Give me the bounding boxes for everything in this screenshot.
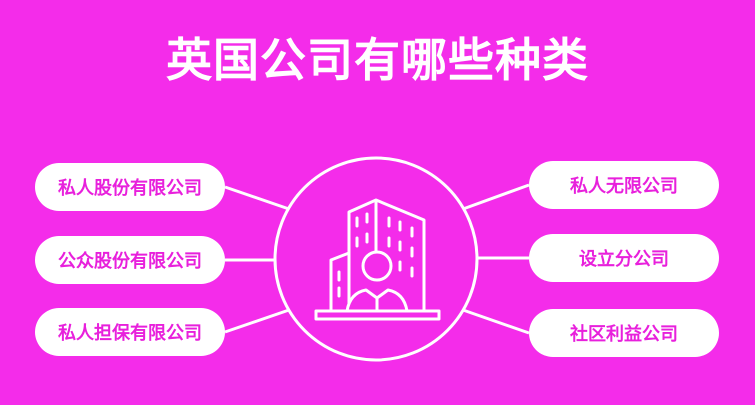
right-item-private-unlimited[interactable]: 私人无限公司 [529,161,719,209]
right-item-branch[interactable]: 设立分公司 [529,234,719,282]
item-label: 私人担保有限公司 [58,323,202,344]
page-title: 英国公司有哪些种类 [166,33,589,87]
item-label: 私人无限公司 [570,176,678,197]
office-building-person-icon [314,198,441,321]
item-label: 公众股份有限公司 [58,251,202,272]
left-item-public-limited[interactable]: 公众股份有限公司 [35,236,225,284]
item-label: 设立分公司 [579,249,669,270]
left-item-private-limited-by-shares[interactable]: 私人股份有限公司 [35,163,225,211]
right-item-community-interest[interactable]: 社区利益公司 [529,309,719,357]
item-label: 私人股份有限公司 [58,178,202,199]
left-item-private-limited-by-guarantee[interactable]: 私人担保有限公司 [35,308,225,356]
item-label: 社区利益公司 [570,324,678,345]
